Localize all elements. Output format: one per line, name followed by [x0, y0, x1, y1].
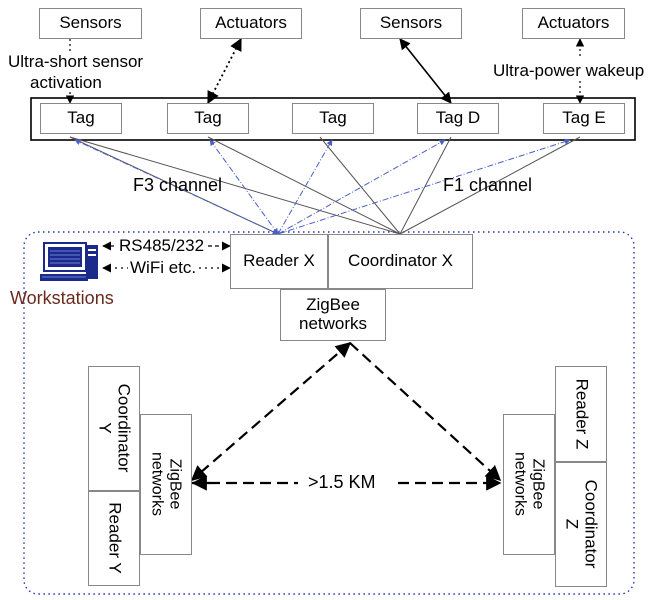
- zigbee-networks-y-box: [140, 414, 192, 555]
- coordinator-x: Coordinator X: [328, 234, 473, 289]
- reader-y-label: Reader Y: [105, 502, 125, 574]
- reader-z-label: Reader Z: [572, 378, 592, 450]
- sensor-right-link: [399, 38, 452, 104]
- sensors-box-left: Sensors: [39, 8, 142, 39]
- serial-link-label: RS485/232: [117, 236, 207, 256]
- coordinator-z-label: Coordinator Z: [563, 479, 601, 569]
- coordinator-y-box: [88, 366, 140, 491]
- zigbee-networks-y-label: ZigBee networks: [149, 451, 184, 517]
- workstation-icon: [40, 242, 98, 281]
- reader-z-box: [555, 366, 607, 462]
- f3-channel-label: F3 channel: [133, 175, 223, 195]
- tag-row-container: [30, 97, 636, 141]
- annotation-sensor-activation-line2: activation: [30, 73, 102, 92]
- actuators-box-left: Actuators: [200, 8, 302, 39]
- tag-e: Tag E: [543, 103, 625, 134]
- tag-3: Tag: [292, 103, 374, 134]
- zigbee-networks-z-box: [503, 414, 555, 555]
- reader-y-box: [88, 491, 140, 586]
- tag-2: Tag: [167, 103, 249, 134]
- reader-x: Reader X: [230, 234, 328, 289]
- tag-d: Tag D: [417, 103, 499, 134]
- f3-channel-links: [74, 138, 571, 235]
- tag-1: Tag: [40, 103, 122, 134]
- actuators-box-right: Actuators: [522, 8, 625, 39]
- annotation-power-wakeup: Ultra-power wakeup: [493, 61, 645, 80]
- sensors-box-right: Sensors: [360, 8, 462, 39]
- zigbee-networks-x: ZigBee networks: [280, 289, 386, 341]
- coordinator-z-box: [555, 462, 607, 587]
- zigbee-networks-z-label: ZigBee networks: [512, 451, 547, 517]
- workstations-label: Workstations: [10, 288, 114, 308]
- f1-channel-label: F1 channel: [443, 175, 533, 195]
- actuator-left-link: [207, 37, 242, 105]
- annotation-sensor-activation-line1: Ultra-short sensor: [8, 52, 144, 71]
- wifi-link-label: WiFi etc.: [128, 258, 199, 278]
- distance-label: >1.5 KM: [304, 472, 380, 493]
- network-region: [23, 231, 635, 595]
- coordinator-y-label: Coordinator Y: [96, 383, 134, 473]
- mesh-links: [190, 341, 502, 491]
